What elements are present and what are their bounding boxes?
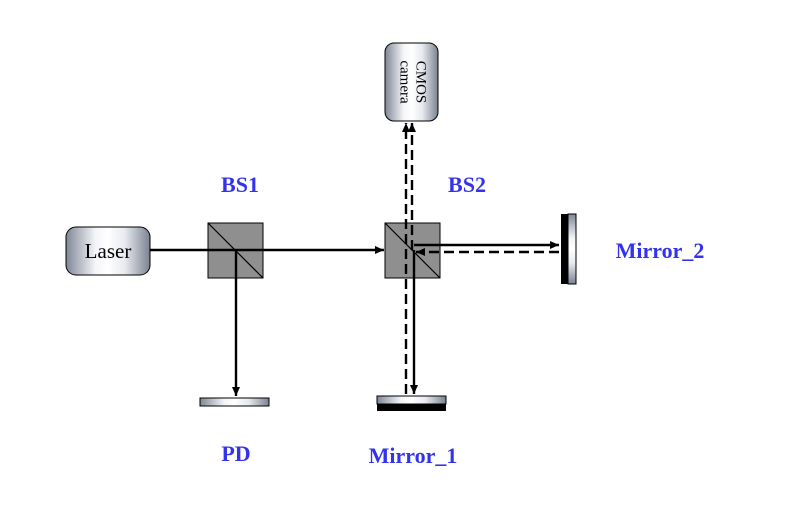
laser-source: Laser: [65, 226, 151, 276]
bs1-label: BS1: [221, 172, 259, 197]
laser-label: Laser: [85, 239, 132, 263]
mirror2-label: Mirror_2: [616, 238, 705, 263]
cmos-camera: CMOS camera: [384, 42, 439, 122]
mirror1-label: Mirror_1: [369, 443, 458, 468]
bs2-label: BS2: [448, 172, 486, 197]
pd-label: PD: [221, 441, 250, 466]
camera-label-line1: CMOS: [413, 61, 429, 104]
photodetector: [199, 397, 270, 407]
camera-label-line2: camera: [397, 60, 413, 104]
mirror-2: [561, 213, 577, 285]
beam-paths: [150, 123, 559, 396]
mirror-1: [376, 395, 447, 411]
